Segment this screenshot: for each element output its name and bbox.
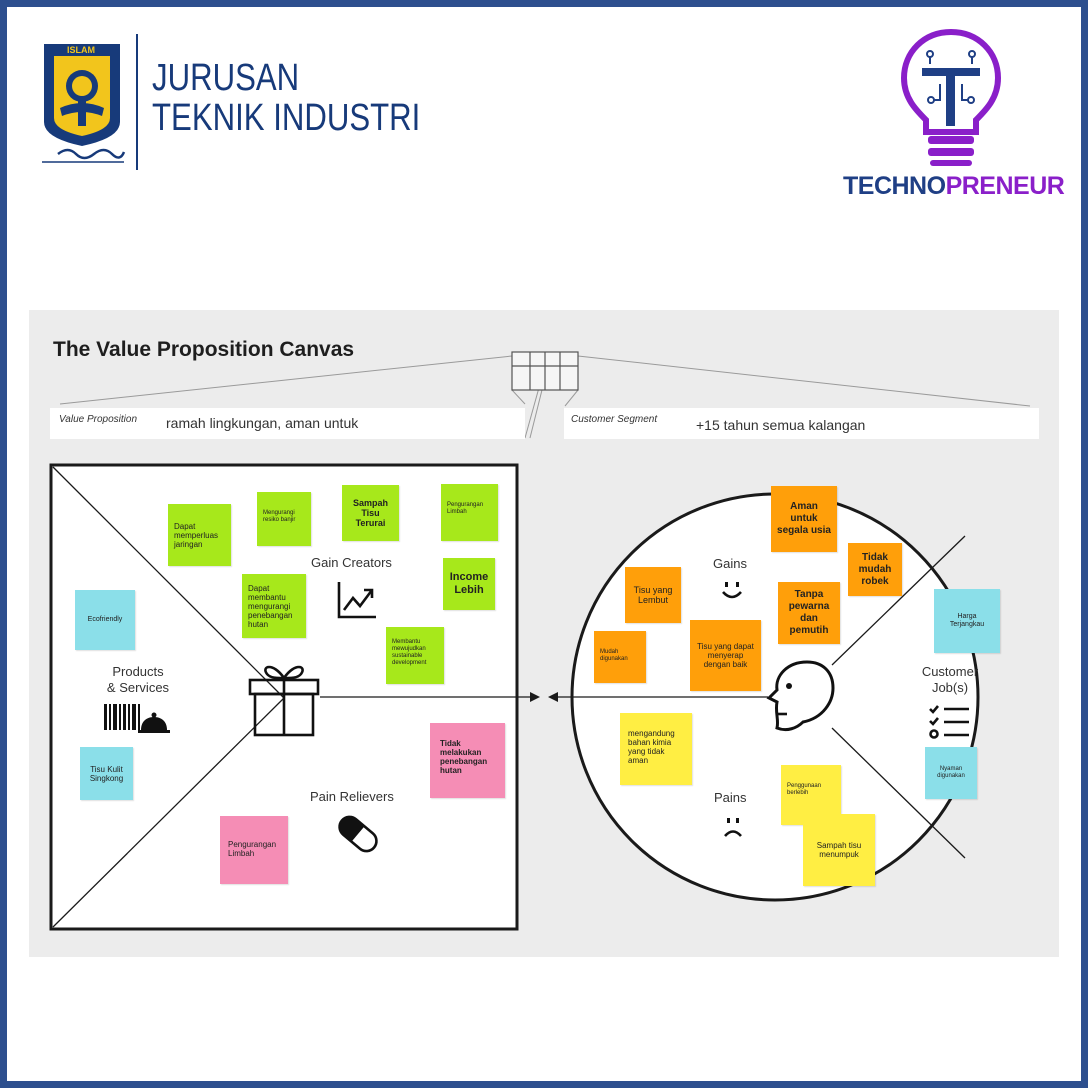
note-pain-3[interactable]: Sampah tisu menumpuk xyxy=(803,814,875,886)
customer-segment-value: +15 tahun semua kalangan xyxy=(696,417,866,433)
canvas-thumbnail-icon xyxy=(59,351,1031,439)
products-services-label: Products & Services xyxy=(100,664,176,696)
gains-label: Gains xyxy=(713,556,747,571)
department-title-line2: TEKNIK INDUSTRI xyxy=(152,97,421,139)
brand-wordmark: TECHNOPRENEUR xyxy=(843,172,1065,201)
pain-relievers-label: Pain Relievers xyxy=(310,789,394,804)
barcode-icon xyxy=(104,704,140,730)
note-gain-creator-5[interactable]: Dapat membantu mengurangi penebangan hut… xyxy=(242,574,306,638)
canvas-title: The Value Proposition Canvas xyxy=(53,338,355,361)
uii-seal-logo: ISLAM xyxy=(34,38,130,168)
pill-icon xyxy=(338,815,378,853)
note-gain-5[interactable]: Mudah digunakan xyxy=(594,631,646,683)
gift-icon xyxy=(248,665,320,737)
note-gain-creator-6[interactable]: Income Lebih xyxy=(443,558,495,610)
note-gain-6[interactable]: Tisu yang dapat menyerap dengan baik xyxy=(690,620,761,691)
products-label-line1: Products xyxy=(112,664,164,679)
gain-creators-label: Gain Creators xyxy=(311,555,392,570)
customer-segment-field xyxy=(564,408,1039,439)
note-gain-1[interactable]: Aman untuk segala usia xyxy=(771,486,837,552)
note-gain-creator-7[interactable]: Membantu mewujudkan sustainable developm… xyxy=(386,627,444,684)
seal-text-top: ISLAM xyxy=(67,45,95,55)
customer-jobs-line2: Job(s) xyxy=(931,680,969,695)
department-title-line1: JURUSAN xyxy=(152,57,300,99)
department-title: JURUSAN TEKNIK INDUSTRI xyxy=(152,58,420,138)
smile-icon xyxy=(722,582,742,599)
chart-icon xyxy=(337,582,376,619)
note-gain-creator-3[interactable]: Sampah Tisu Terurai xyxy=(342,485,399,541)
note-gain-4[interactable]: Tanpa pewarna dan pemutih xyxy=(778,582,840,644)
note-gain-creator-1[interactable]: Dapat memperluas jaringan xyxy=(168,504,231,566)
brand-part1: TECHNO xyxy=(843,172,946,200)
note-pain-reliever-2[interactable]: Pengurangan Limbah xyxy=(220,816,288,884)
pains-label: Pains xyxy=(714,790,747,805)
value-proposition-label: Value Proposition xyxy=(59,414,138,425)
header-divider xyxy=(136,34,138,170)
note-product-1[interactable]: Ecofriendly xyxy=(75,590,135,650)
products-label-line2: & Services xyxy=(106,680,170,695)
note-customer-job-1[interactable]: Harga Terjangkau xyxy=(934,589,1000,653)
note-customer-job-2[interactable]: Nyaman digunakan xyxy=(925,747,977,799)
customer-jobs-line1: Customer xyxy=(921,664,979,679)
frown-icon xyxy=(724,818,742,837)
cloche-icon xyxy=(138,712,170,733)
value-proposition-field xyxy=(50,408,525,439)
lightbulb-logo xyxy=(900,28,1002,168)
customer-segment-label: Customer Segment xyxy=(571,414,658,425)
note-gain-3[interactable]: Tisu yang Lembut xyxy=(625,567,681,623)
note-pain-1[interactable]: mengandung bahan kimia yang tidak aman xyxy=(620,713,692,785)
value-proposition-value: ramah lingkungan, aman untuk xyxy=(166,415,359,431)
checklist-icon xyxy=(929,705,969,739)
note-gain-2[interactable]: Tidak mudah robek xyxy=(848,543,902,596)
note-pain-reliever-1[interactable]: Tidak melakukan penebangan hutan xyxy=(430,723,505,798)
note-gain-creator-4[interactable]: Pengurangan Limbah xyxy=(441,484,498,541)
note-gain-creator-2[interactable]: Mengurangi resiko banjir xyxy=(257,492,311,546)
face-profile-icon xyxy=(766,660,835,732)
note-product-2[interactable]: Tisu Kulit Singkong xyxy=(80,747,133,800)
customer-jobs-label: Customer Job(s) xyxy=(912,664,988,696)
brand-part2: PRENEUR xyxy=(945,172,1065,200)
canvas-diagram xyxy=(49,463,980,931)
